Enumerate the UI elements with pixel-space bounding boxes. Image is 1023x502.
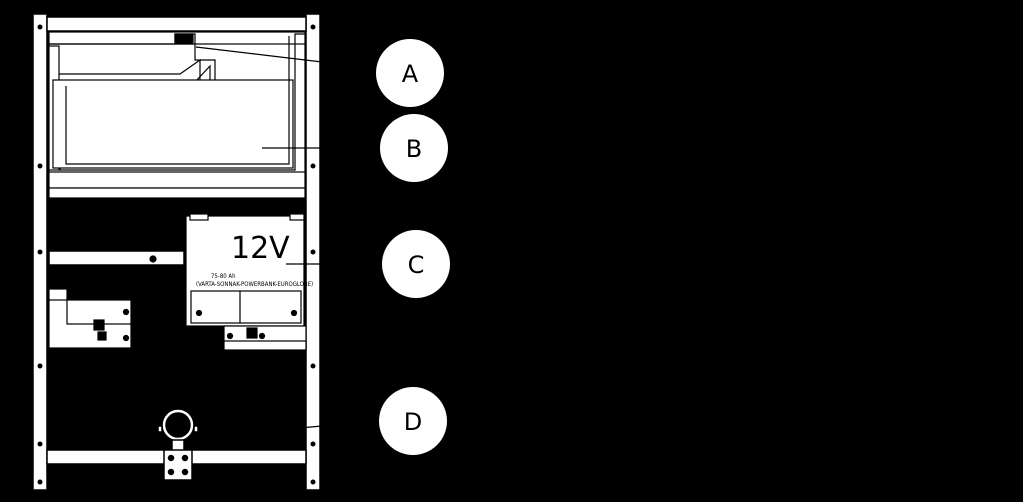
battery-brands-label: (VARTA-SONNAK-POWERBANK-EUROGLOBE) — [196, 281, 313, 288]
leader-lines — [195, 46, 323, 429]
battery-voltage-label: 12V — [231, 231, 290, 266]
top-reservoir — [48, 31, 306, 199]
callout-a: A — [376, 39, 444, 107]
drain-clamp — [157, 408, 199, 481]
callouts: A B C D — [376, 39, 450, 455]
battery-capacity-label: 75-80 Ah — [211, 273, 236, 280]
callout-b-label: B — [406, 135, 422, 163]
top-crossbar — [46, 16, 307, 32]
callout-c-label: C — [408, 251, 425, 279]
callout-d: D — [379, 387, 447, 455]
battery: 12V 75-80 Ah (VARTA-SONNAK-POWERBANK-EUR… — [185, 213, 313, 327]
callout-c: C — [382, 230, 450, 298]
callout-b: B — [380, 114, 448, 182]
leader-line-a — [195, 46, 323, 63]
callout-d-label: D — [404, 408, 422, 436]
mounting-holes — [37, 24, 316, 485]
leader-line-d — [299, 425, 323, 429]
callout-a-label: A — [402, 60, 419, 88]
lower-brackets — [48, 255, 307, 351]
middle-crossbar-left — [48, 250, 185, 266]
drain-plate — [163, 449, 193, 481]
